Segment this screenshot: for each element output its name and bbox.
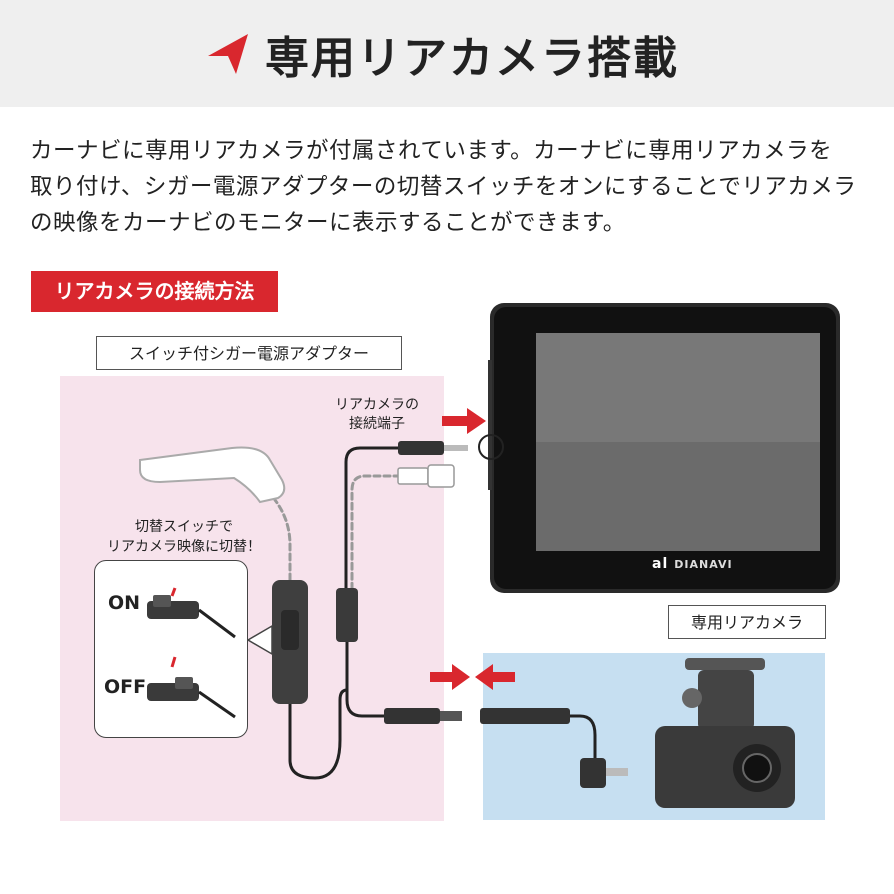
- intro-line: の映像をカーナビのモニターに表示することができます。: [30, 210, 626, 236]
- rear-port-line: 接続端子: [349, 416, 405, 432]
- intro-line: 取り付け、シガー電源アダプターの切替スイッチをオンにすることでリアカメラ: [30, 174, 857, 200]
- switch-illustration: [147, 587, 236, 719]
- navi-brand-label: DIANAVI: [674, 558, 733, 571]
- switch-off-label: OFF: [104, 676, 147, 698]
- rear-port-callout: リアカメラの 接続端子: [335, 396, 419, 434]
- switch-callout: 切替スイッチで リアカメラ映像に切替！: [107, 517, 261, 557]
- power-plug: [397, 464, 455, 488]
- ferrite-core: [336, 588, 358, 642]
- port-highlight: [478, 434, 504, 460]
- switch-detail-box: [94, 560, 248, 738]
- camera-label: 専用リアカメラ: [668, 605, 826, 639]
- page-title: 専用リアカメラ搭載: [265, 33, 679, 84]
- rear-plug: [398, 441, 468, 455]
- cigar-plug: [139, 446, 286, 504]
- arrow-right-icon: [430, 664, 470, 690]
- cables: [273, 446, 597, 780]
- red-arrow-icon: [208, 34, 248, 74]
- navi-monitor: [488, 303, 840, 593]
- rear-camera: [655, 658, 795, 808]
- section-label: リアカメラの接続方法: [31, 271, 278, 312]
- navi-brand: al DIANAVI: [652, 556, 733, 572]
- arrow-left-icon: [475, 664, 515, 690]
- camera-cable-plug: [384, 708, 570, 724]
- intro-line: カーナビに専用リアカメラが付属されています。カーナビに専用リアカメラを: [30, 138, 833, 164]
- switch-note-line: リアカメラ映像に切替！: [107, 539, 261, 555]
- switch-on-label: ON: [108, 592, 141, 614]
- arrow-right-icon: [442, 408, 486, 434]
- page-header: 専用リアカメラ搭載: [0, 0, 894, 107]
- intro-text: カーナビに専用リアカメラが付属されています。カーナビに専用リアカメラを 取り付け…: [30, 133, 870, 241]
- switch-note-line: 切替スイッチで: [135, 519, 233, 535]
- adapter-label: スイッチ付シガー電源アダプター: [96, 336, 402, 370]
- navi-logo: al: [652, 556, 669, 572]
- rear-port-line: リアカメラの: [335, 397, 419, 413]
